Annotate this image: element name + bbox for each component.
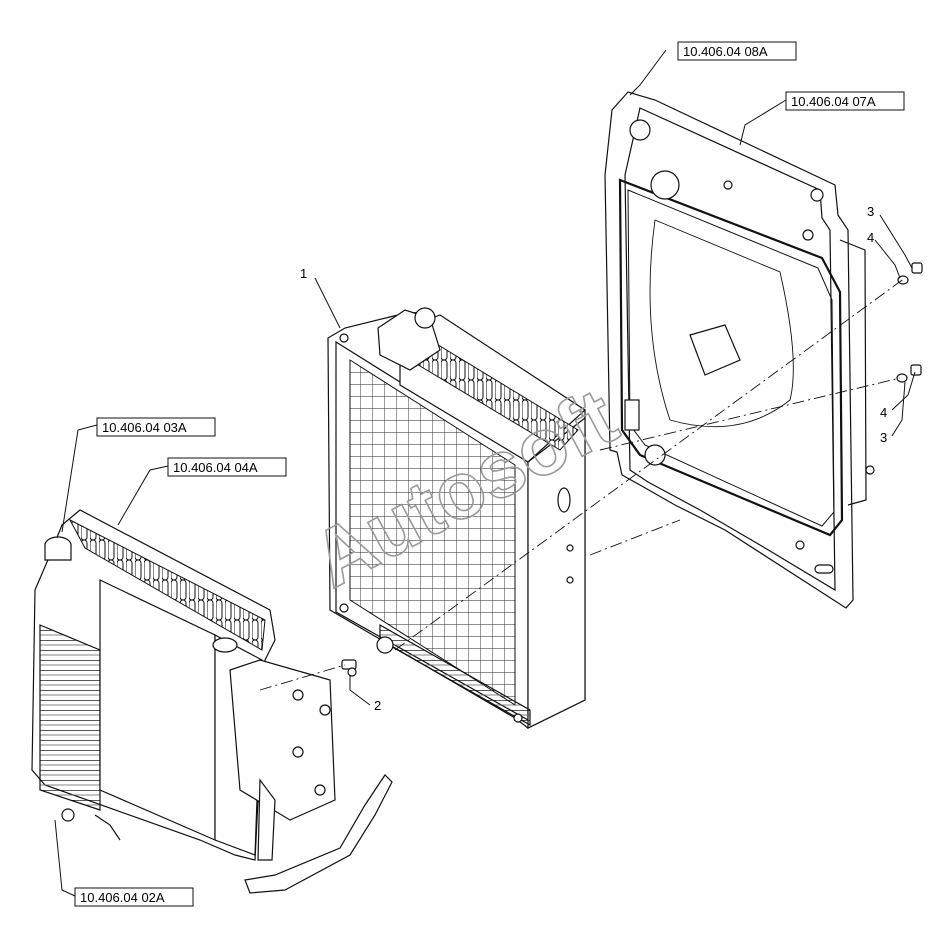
callout-bolt-upper: 3 [867, 204, 874, 219]
svg-text:10.406.04 07A: 10.406.04 07A [791, 94, 876, 109]
ref-label-fan-shroud: 10.406.04 08A [677, 41, 797, 61]
svg-text:10.406.04 02A: 10.406.04 02A [80, 890, 165, 905]
svg-text:10.406.04 08A: 10.406.04 08A [683, 44, 768, 59]
callout-drain-valve: 2 [374, 698, 381, 713]
fan-shroud-assembly [604, 91, 875, 609]
callout-washer-upper: 4 [867, 230, 874, 245]
alignment-lines [259, 277, 906, 691]
callout-washer-lower: 4 [880, 405, 887, 420]
svg-text:10.406.04 04A: 10.406.04 04A [173, 460, 258, 475]
svg-text:10.406.04 03A: 10.406.04 03A [102, 420, 187, 435]
callout-radiator: 1 [300, 266, 307, 281]
leader-lines [54, 49, 916, 897]
bolts-and-washers [896, 262, 923, 383]
radiator-assembly [327, 307, 586, 729]
ref-label-shroud-frame: 10.406.04 07A [785, 91, 905, 111]
callout-bolt-lower: 3 [880, 430, 887, 445]
ref-label-oil-cooler-top: 10.406.04 03A [96, 417, 216, 437]
oil-cooler-assembly [31, 509, 393, 894]
ref-label-oil-cooler-core: 10.406.04 04A [167, 457, 287, 477]
ref-label-oil-cooler-bottom: 10.406.04 02A [74, 887, 194, 907]
drain-valve [341, 659, 357, 677]
